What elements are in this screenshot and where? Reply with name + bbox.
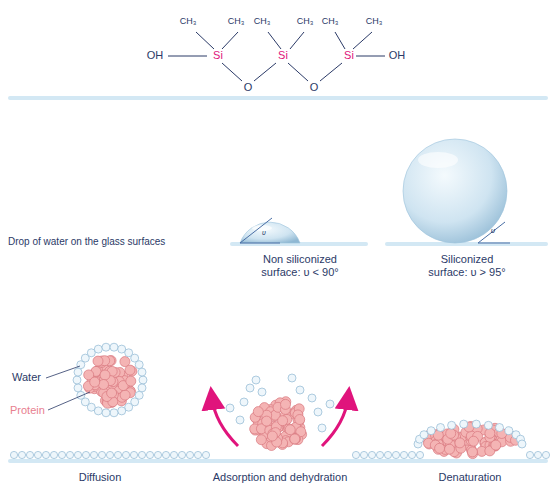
label-text: O bbox=[310, 81, 319, 94]
label-text: CH₃ bbox=[228, 16, 245, 26]
label-text: OH bbox=[389, 49, 406, 62]
label-text: Denaturation bbox=[439, 471, 502, 484]
label-text: Si bbox=[213, 49, 223, 62]
label-text: Drop of water on the glass surfaces bbox=[8, 236, 165, 248]
leader-line bbox=[48, 392, 90, 410]
leader-line bbox=[46, 366, 80, 378]
water-drop bbox=[403, 139, 507, 243]
bond-lines bbox=[168, 32, 385, 81]
label-text: υ bbox=[491, 226, 495, 235]
label-text: CH₃ bbox=[254, 16, 271, 26]
protein-molecules bbox=[83, 356, 520, 459]
contact-angle bbox=[478, 222, 510, 243]
label-text: Si bbox=[344, 49, 354, 62]
label-text: Adsorption and dehydration bbox=[213, 471, 348, 484]
glass-surface bbox=[8, 459, 548, 463]
glass-surface bbox=[385, 242, 548, 246]
glass-surface bbox=[8, 96, 548, 100]
label-text: O bbox=[244, 81, 253, 94]
water-molecules bbox=[73, 343, 526, 448]
water-drop bbox=[240, 222, 300, 243]
drop-highlight bbox=[418, 152, 458, 168]
label-text: OH bbox=[147, 49, 164, 62]
label-text: Protein bbox=[10, 404, 45, 417]
contact-angle bbox=[240, 218, 280, 243]
label-text: CH₃ bbox=[366, 16, 383, 26]
desorption-arrow bbox=[322, 398, 348, 446]
label-text: CH₃ bbox=[180, 16, 197, 26]
caption-text: Siliconized surface: υ > 95° bbox=[421, 253, 513, 278]
label-text: CH₃ bbox=[322, 16, 339, 26]
label-text: CH₃ bbox=[297, 16, 314, 26]
label-text: Water bbox=[12, 371, 41, 384]
label-text: Si bbox=[278, 49, 288, 62]
label-text: Diffusion bbox=[79, 471, 122, 484]
label-text: υ bbox=[262, 229, 266, 237]
desorption-arrow bbox=[212, 398, 238, 446]
caption-text: Non siliconized surface: υ < 90° bbox=[254, 253, 346, 278]
